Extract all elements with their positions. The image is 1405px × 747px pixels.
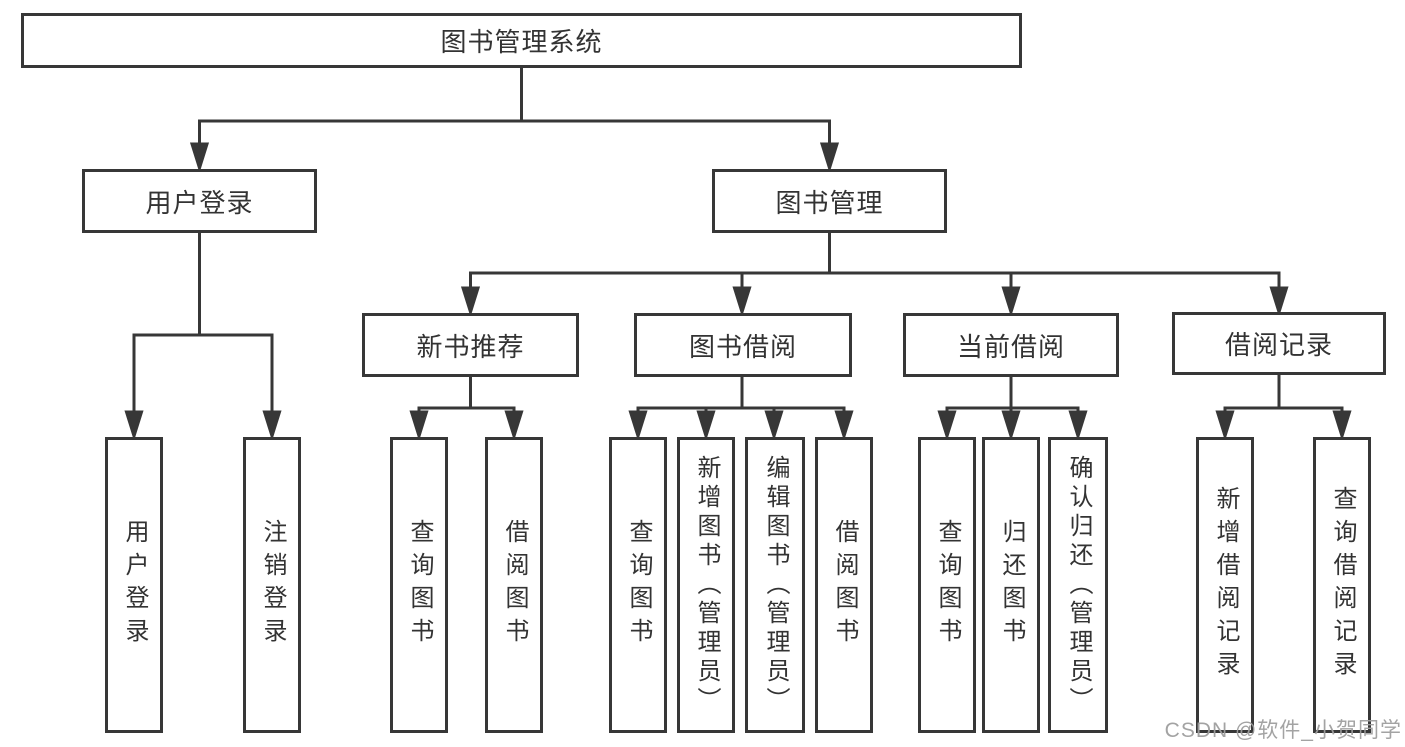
leaf-current-query-books: 查询图书 bbox=[918, 437, 976, 733]
leaf-add-borrow-record: 新增借阅记录 bbox=[1196, 437, 1254, 733]
leaf-borrow-books: 借阅图书 bbox=[815, 437, 873, 733]
node-user-login: 用户登录 bbox=[82, 169, 317, 233]
leaf-edit-books-admin: 编辑图书（管理员） bbox=[745, 437, 805, 733]
node-book-management: 图书管理 bbox=[712, 169, 947, 233]
leaf-confirm-return-admin: 确认归还（管理员） bbox=[1048, 437, 1108, 733]
node-current-borrow: 当前借阅 bbox=[903, 313, 1119, 377]
connector-current-borrow-children bbox=[937, 377, 1088, 442]
leaf-new-books-borrow-books: 借阅图书 bbox=[485, 437, 543, 733]
leaf-borrow-query-books: 查询图书 bbox=[609, 437, 667, 733]
connector-new-books-children bbox=[409, 377, 524, 442]
connector-user-login-children bbox=[124, 233, 282, 442]
node-library-management-system: 图书管理系统 bbox=[21, 13, 1022, 68]
node-new-book-recommend: 新书推荐 bbox=[362, 313, 579, 377]
leaf-query-borrow-record: 查询借阅记录 bbox=[1313, 437, 1371, 733]
node-book-borrow: 图书借阅 bbox=[634, 313, 852, 377]
connector-book-mgmt-to-level3 bbox=[460, 233, 1289, 318]
leaf-add-books-admin: 新增图书（管理员） bbox=[677, 437, 735, 733]
connector-book-borrow-children bbox=[628, 377, 854, 442]
connector-root-to-level2 bbox=[189, 68, 840, 174]
csdn-watermark: CSDN @软件_小贺同学 bbox=[1164, 719, 1402, 742]
connector-borrow-records-children bbox=[1215, 375, 1352, 442]
leaf-logout: 注销登录 bbox=[243, 437, 301, 733]
leaf-user-login: 用户登录 bbox=[105, 437, 163, 733]
leaf-new-books-query-books: 查询图书 bbox=[390, 437, 448, 733]
leaf-return-books: 归还图书 bbox=[982, 437, 1040, 733]
node-borrow-records: 借阅记录 bbox=[1172, 312, 1386, 375]
